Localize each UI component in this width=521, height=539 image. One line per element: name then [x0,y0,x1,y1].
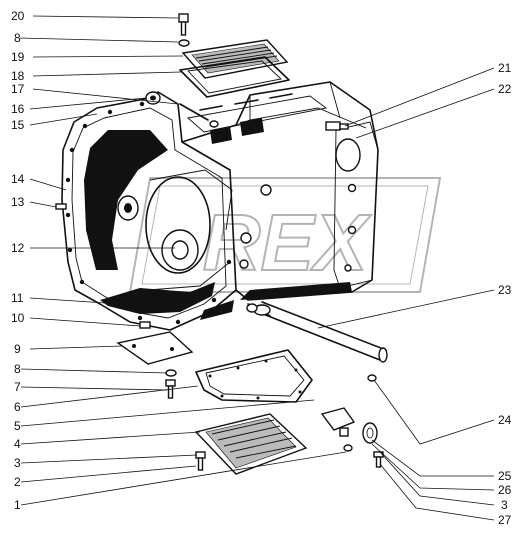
pin-part [367,374,377,382]
callout-right-6: 26 [498,483,512,497]
callout-left-5: 17 [11,82,25,96]
callout-left-15: 7 [14,380,21,394]
callouts-right: 21 22 23 24 25 26 3 27 [498,61,512,527]
top-cover-plate-part [181,39,289,79]
callout-right-5: 25 [498,469,512,483]
watermark-logo: REX [128,177,442,293]
callout-left-19: 3 [14,456,21,470]
callout-right-2: 22 [498,82,512,96]
callout-right-8: 27 [498,513,512,527]
leader-lines [19,15,495,521]
top-washer-part [178,39,190,47]
callout-right-7: 3 [501,498,508,512]
callout-left-18: 4 [14,437,21,451]
callout-left-21: 1 [14,498,21,512]
callout-left-14: 8 [14,362,21,376]
callout-left-3: 19 [11,50,25,64]
callout-left-13: 9 [14,342,21,356]
bottom-bolt-part [195,451,206,471]
lower-stud-part [139,321,151,329]
callout-left-16: 6 [14,400,21,414]
callout-left-4: 18 [11,69,25,83]
callout-left-10: 12 [11,241,25,255]
callout-left-17: 5 [14,419,21,433]
lower-bolt-part [165,379,176,399]
top-gasket-part [179,56,290,98]
top-bolt-part [178,13,189,36]
callout-left-11: 11 [11,291,24,305]
callout-left-7: 15 [11,118,25,132]
transmission-housing [61,81,379,331]
callout-left-9: 13 [11,195,25,209]
callout-right-1: 21 [498,61,512,75]
callout-right-4: 24 [498,413,512,427]
callout-left-2: 8 [14,31,21,45]
callout-left-8: 14 [11,172,25,186]
lower-washer-part [165,369,177,377]
small-cover-plate-part [116,331,194,365]
callout-left-6: 16 [11,102,25,116]
callout-right-3: 23 [498,283,512,297]
cover-screw-part [179,103,219,128]
side-gasket-part [195,349,313,403]
callouts-left: 20 8 19 18 17 16 15 14 13 12 11 10 9 8 7… [11,9,25,512]
lock-washer-part [362,422,378,444]
callout-left-12: 10 [11,311,25,325]
callout-left-20: 2 [14,475,21,489]
bottom-cover-plate-part [194,413,308,475]
stud-part [55,203,67,210]
breather-fitting-part [325,121,349,131]
svg-text:REX: REX [203,198,372,287]
callout-left-1: 20 [11,9,25,23]
shaft-part [246,301,388,363]
lock-plate-part [320,407,356,452]
